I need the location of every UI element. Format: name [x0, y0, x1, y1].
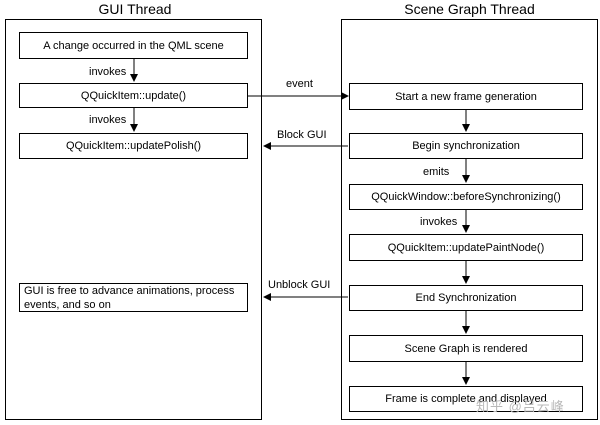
watermark: 知乎 @吕云峰: [476, 399, 565, 414]
scene-graph-thread-lane: [341, 19, 598, 420]
node-scene-rendered: Scene Graph is rendered: [349, 335, 583, 362]
label-event: event: [286, 78, 313, 90]
node-change-occurred: A change occurred in the QML scene: [19, 32, 248, 59]
node-update: QQuickItem::update(): [19, 83, 248, 108]
gui-thread-lane: [5, 19, 262, 420]
node-gui-free: GUI is free to advance animations, proce…: [19, 283, 248, 312]
node-end-sync: End Synchronization: [349, 285, 583, 311]
node-frame-complete: Frame is complete and displayed: [349, 386, 583, 412]
label-invokes-scene: invokes: [420, 216, 458, 228]
gui-thread-title: GUI Thread: [98, 1, 172, 17]
node-update-paint-node: QQuickItem::updatePaintNode(): [349, 234, 583, 261]
node-update-polish: QQuickItem::updatePolish(): [19, 133, 248, 159]
node-before-synchronizing: QQuickWindow::beforeSynchronizing(): [349, 184, 583, 210]
label-block-gui: Block GUI: [277, 129, 327, 141]
label-unblock-gui: Unblock GUI: [268, 279, 331, 291]
node-begin-sync: Begin synchronization: [349, 133, 583, 159]
scene-graph-thread-title: Scene Graph Thread: [404, 1, 535, 17]
node-start-frame: Start a new frame generation: [349, 83, 583, 110]
label-emits: emits: [423, 166, 450, 178]
label-invokes-1: invokes: [89, 66, 127, 78]
label-invokes-2: invokes: [89, 114, 127, 126]
